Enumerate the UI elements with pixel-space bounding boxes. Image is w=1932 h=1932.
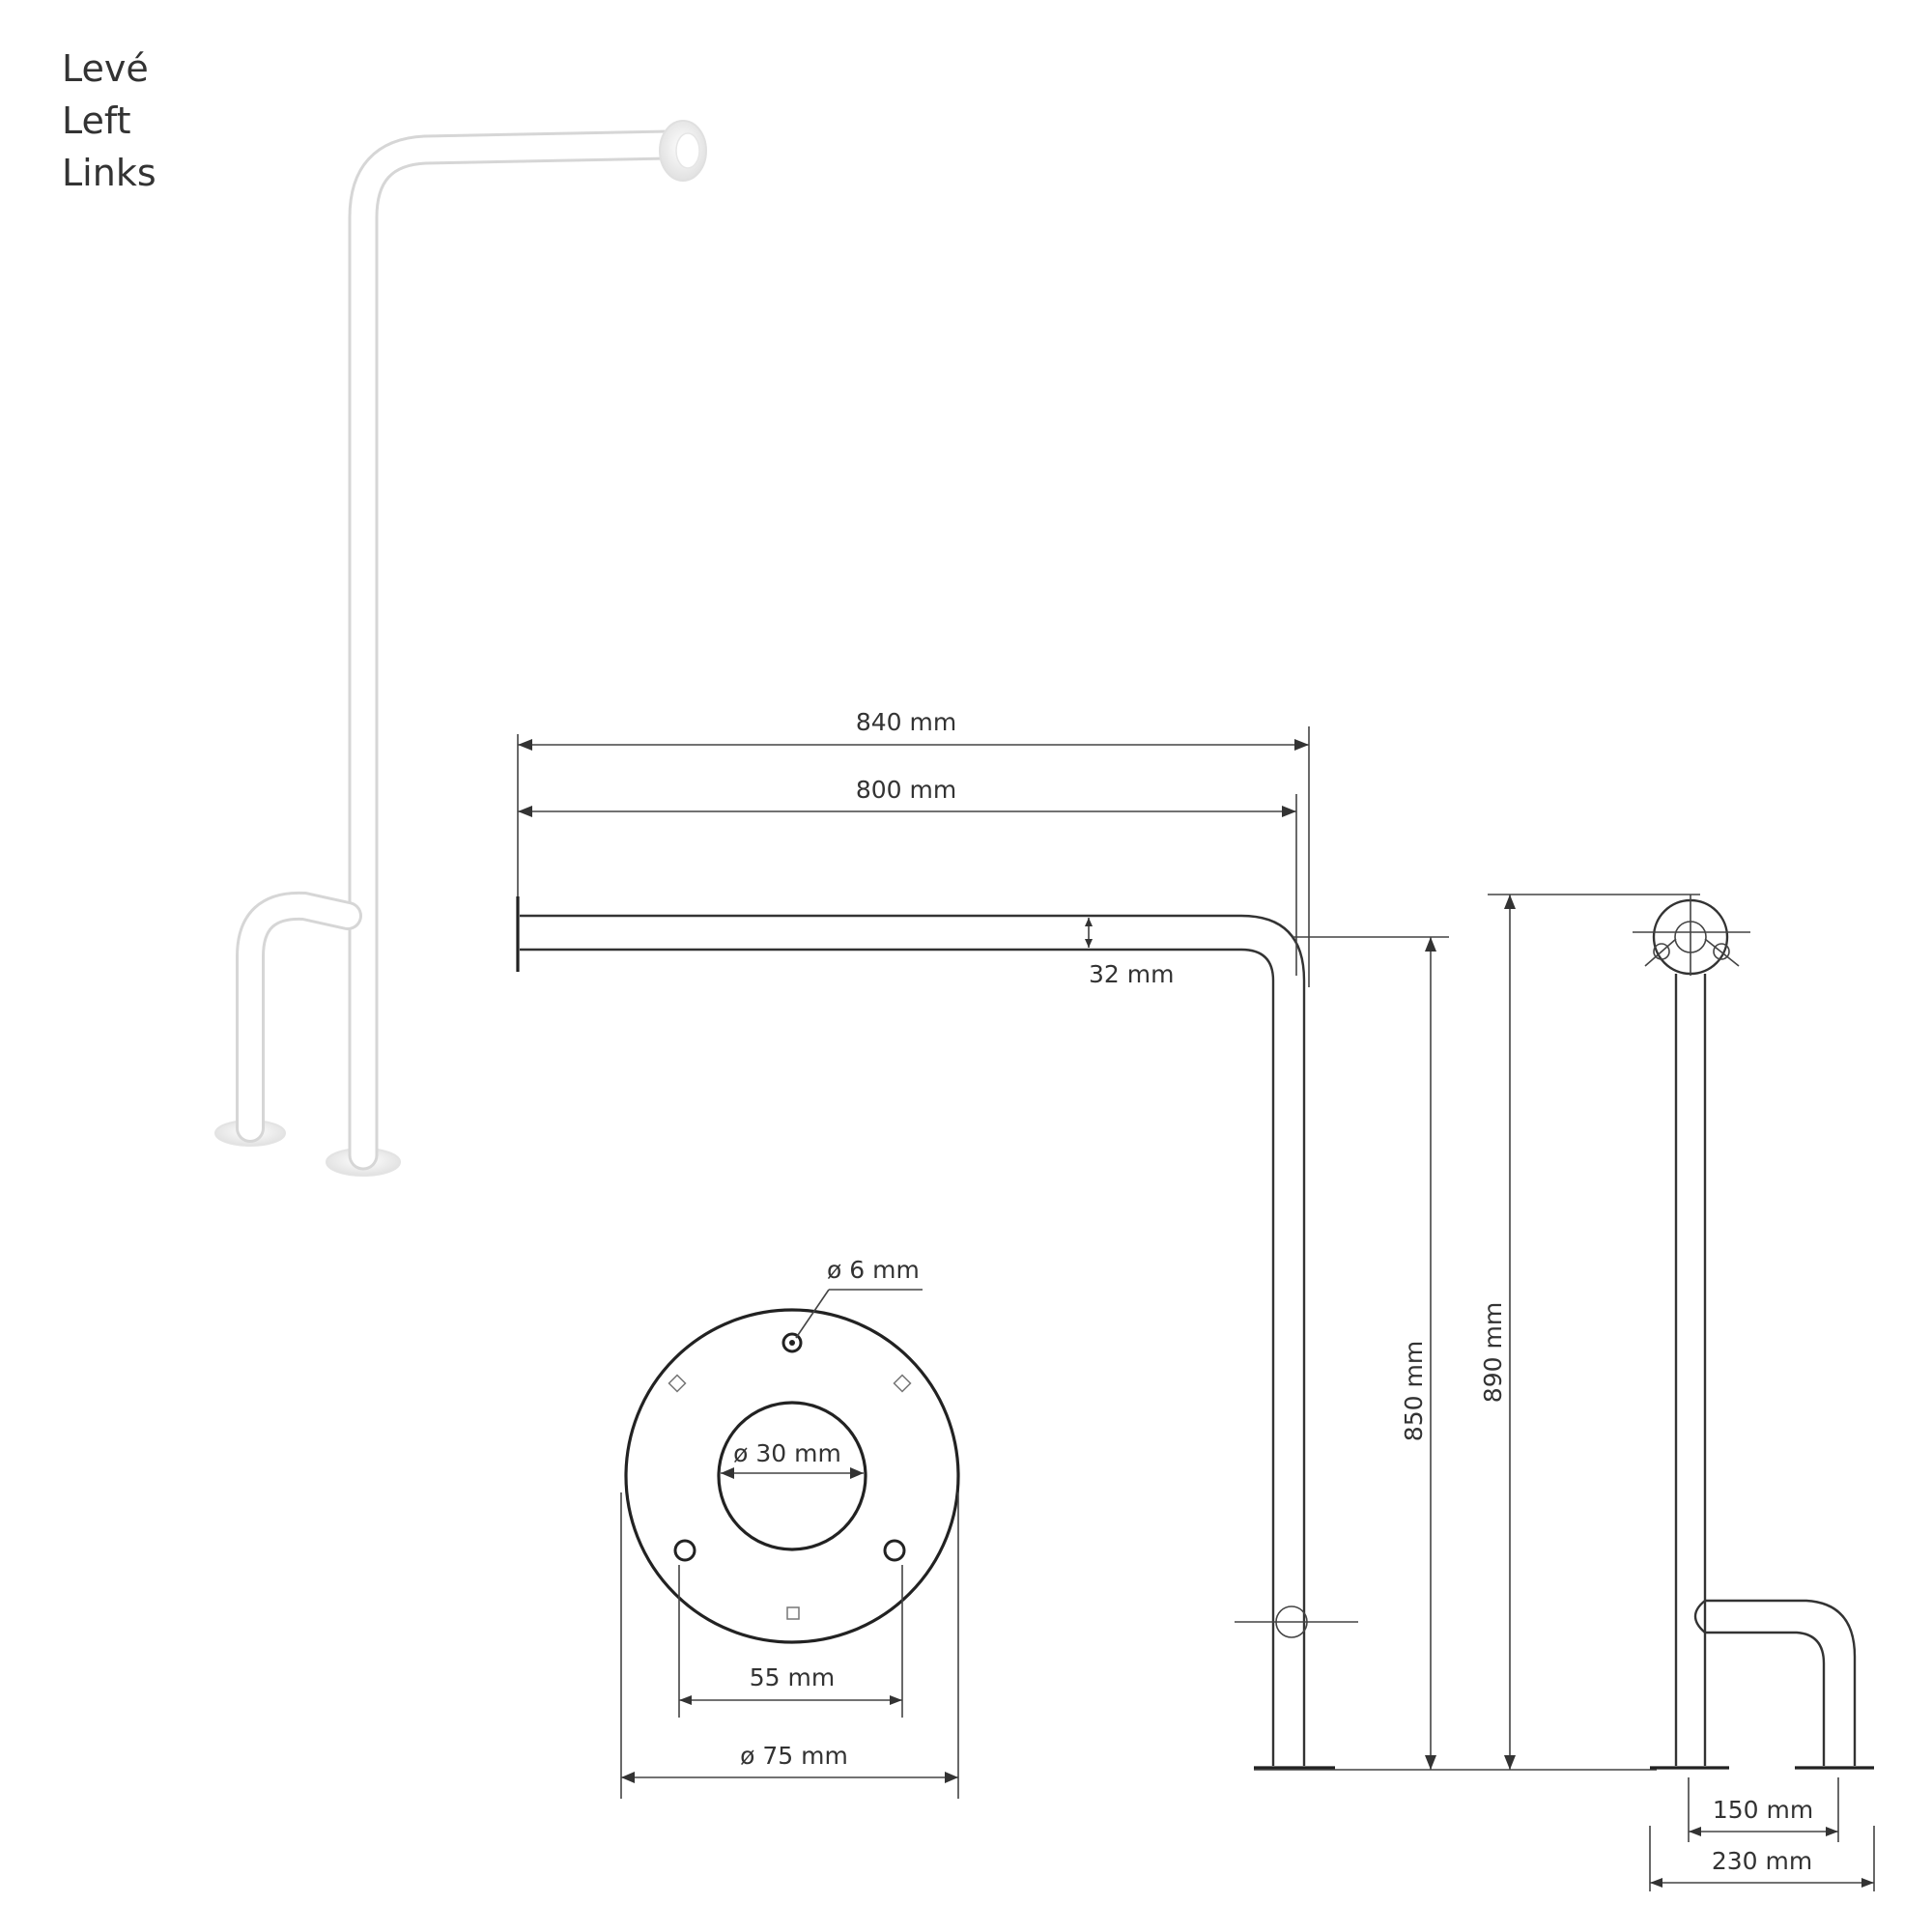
dim-label-890: 890 mm xyxy=(1479,1302,1507,1403)
mark-bottom xyxy=(786,1606,800,1620)
arrow-840-right xyxy=(1294,739,1309,751)
arrow-890-bottom xyxy=(1504,1755,1516,1770)
leader-6 xyxy=(795,1289,830,1339)
arrow-55-right xyxy=(890,1695,902,1705)
wall-rosette-cap xyxy=(675,132,700,169)
front-screw-right-mark xyxy=(1704,938,1740,967)
mark-upper-right xyxy=(893,1374,912,1393)
support-leg-shadow xyxy=(236,891,362,1143)
arrow-32-top xyxy=(1085,918,1093,926)
arrow-800-left xyxy=(518,806,532,817)
plate-outer-circle xyxy=(624,1308,960,1644)
dim-label-30: ø 30 mm xyxy=(733,1439,841,1467)
base-plate-view: ø 6 mm ø 30 mm 55 mm ø 75 mm xyxy=(620,1256,960,1799)
dim-label-850: 850 mm xyxy=(1400,1341,1428,1441)
arrow-230-left xyxy=(1650,1878,1662,1888)
arrow-840-left xyxy=(518,739,532,751)
heading-english: Left xyxy=(62,99,131,142)
screw-hole-top-center xyxy=(789,1340,795,1346)
tube-outer-edge xyxy=(520,914,1306,1766)
dim-label-150: 150 mm xyxy=(1713,1796,1813,1824)
dim-label-75: ø 75 mm xyxy=(740,1742,848,1770)
front-elevation: 150 mm 230 mm xyxy=(1633,895,1875,1891)
dim-label-840: 840 mm xyxy=(856,708,956,736)
front-leg-joint xyxy=(1693,1600,1706,1634)
front-screw-right xyxy=(1713,943,1730,960)
screw-hole-right xyxy=(883,1539,906,1562)
dim-label-230: 230 mm xyxy=(1712,1847,1812,1875)
tube-inner-edge xyxy=(520,948,1275,1766)
arrow-32-bottom xyxy=(1085,939,1093,948)
dim-label-800: 800 mm xyxy=(856,776,956,804)
screw-hole-top xyxy=(781,1332,803,1353)
arrow-890-top xyxy=(1504,895,1516,909)
arrow-30-left xyxy=(721,1467,734,1479)
front-screw-left xyxy=(1653,943,1670,960)
arrow-75-right xyxy=(945,1772,958,1783)
arrow-75-left xyxy=(621,1772,635,1783)
dim-label-55: 55 mm xyxy=(750,1663,835,1691)
arrow-230-right xyxy=(1861,1878,1874,1888)
plate-inner-circle xyxy=(717,1401,867,1551)
screw-hole-left xyxy=(673,1539,696,1562)
front-leg-outer xyxy=(1705,1599,1857,1766)
heading-czech: Levé xyxy=(62,47,149,90)
heading-german: Links xyxy=(62,152,156,194)
dim-label-32: 32 mm xyxy=(1089,960,1174,988)
side-elevation: 840 mm 800 mm 32 mm 850 mm 890 m xyxy=(516,708,1700,1771)
dim-label-6: ø 6 mm xyxy=(827,1256,920,1284)
arrow-150-right xyxy=(1826,1827,1838,1836)
arrow-850-top xyxy=(1425,937,1436,952)
front-screw-left-mark xyxy=(1644,938,1677,967)
main-tube-shadow xyxy=(348,129,684,1171)
product-render xyxy=(214,120,707,1177)
main-tube xyxy=(351,132,681,1168)
arrow-55-left xyxy=(679,1695,692,1705)
arrow-800-right xyxy=(1282,806,1296,817)
support-leg xyxy=(239,894,359,1140)
arrow-30-right xyxy=(850,1467,864,1479)
mark-upper-left xyxy=(668,1374,687,1393)
arrow-850-bottom xyxy=(1425,1755,1436,1770)
front-leg-inner xyxy=(1705,1631,1826,1766)
arrow-150-left xyxy=(1689,1827,1701,1836)
